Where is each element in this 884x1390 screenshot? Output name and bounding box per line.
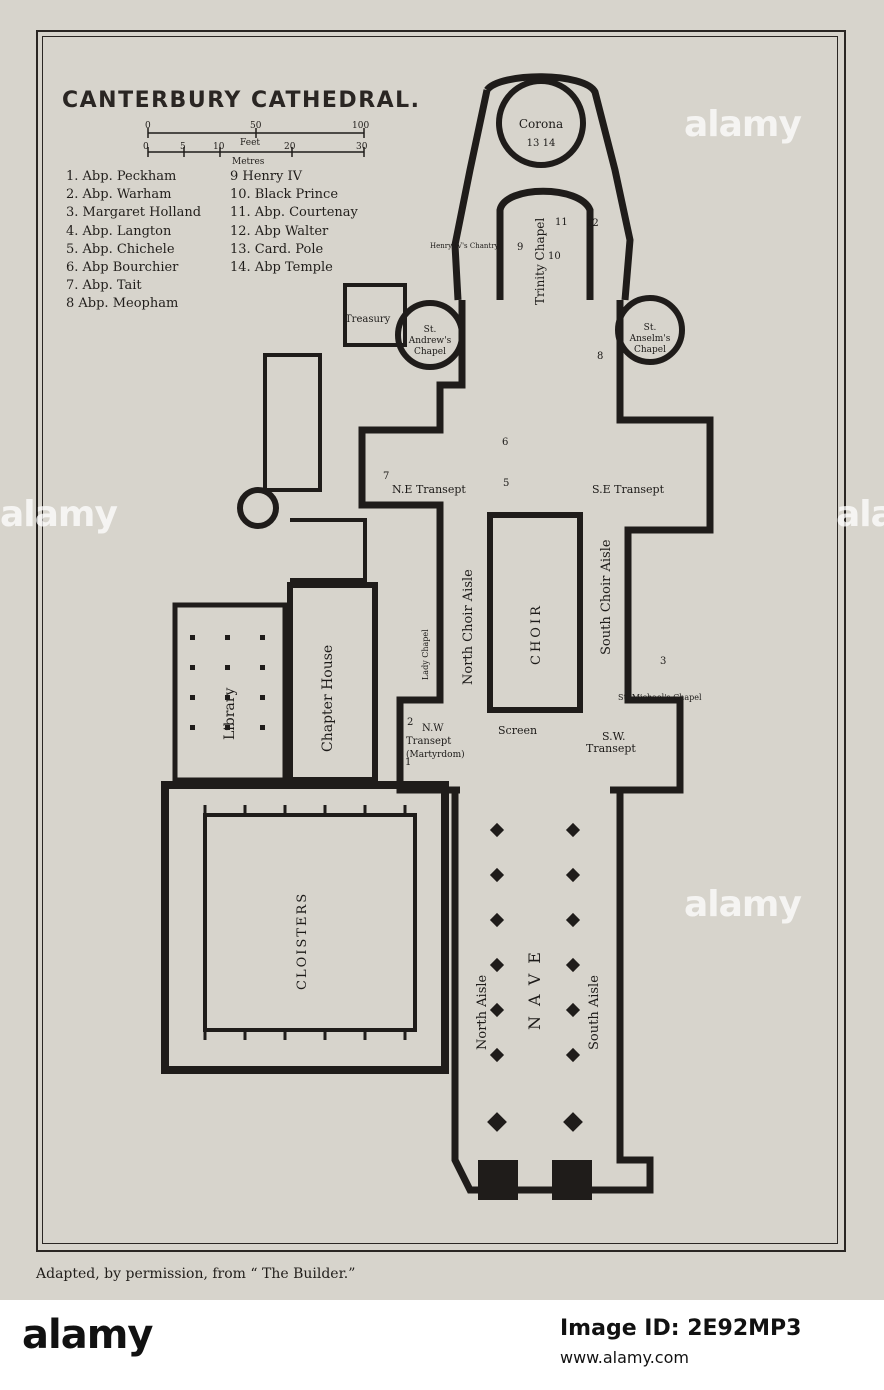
label-st-anselms-2: Anselm's [629,334,671,344]
map-frame-outer [36,30,846,1252]
label-corona-numbers: 13 14 [527,138,556,149]
stock-footer [0,1300,884,1390]
legend-item: 9 Henry IV [230,169,303,184]
label-num-8: 8 [597,351,603,362]
label-north-choir-aisle: North Choir Aisle [461,569,476,685]
watermark: alamy [836,494,884,535]
map-title: CANTERBURY CATHEDRAL. [62,88,421,113]
label-st-anselms-1: St. [644,323,657,333]
scale-bar [147,128,365,157]
plan-walls [161,73,714,1194]
scale-metres-0: 0 [143,142,149,152]
scale-feet-0: 0 [145,121,151,131]
scale-feet-50: 50 [250,121,262,131]
watermark: alamy [684,104,802,145]
st-anselms-round [615,295,685,365]
label-st-michaels-chapel: St. Michael's Chapel [618,693,702,702]
label-choir: CHOIR [529,603,544,665]
stock-url: www.alamy.com [560,1348,689,1367]
label-nw-transept-2: Transept [406,736,451,747]
legend-right: 9 Henry IV 10. Black Prince 11. Abp. Cou… [230,168,358,277]
label-nave: NAVE [525,942,544,1030]
map-labels: Corona 13 14 Trinity Chapel Henry IV's C… [222,117,702,1050]
st-andrews-round [395,300,465,370]
legend-item: 10. Black Prince [230,187,339,203]
label-num-1: 1 [405,757,411,768]
label-num-10: 10 [548,251,561,262]
label-south-aisle: South Aisle [587,975,602,1050]
label-martyrdom: (Martyrdom) [406,749,465,760]
label-south-choir-aisle: South Choir Aisle [599,539,614,655]
legend-item: 12. Abp Walter [230,223,329,239]
map-frame-inner [42,36,838,1244]
label-st-anselms-3: Chapel [634,345,666,355]
legend-item: 2. Abp. Warham [66,187,172,203]
scale-feet-label: Feet [240,138,261,148]
label-num-7: 7 [383,471,389,482]
label-num-12: 12 [586,218,599,229]
legend-left: 1. Abp. Peckham 2. Abp. Warham 3. Margar… [66,168,201,314]
label-nw-transept-1: N.W [422,723,444,734]
label-num-2: 2 [407,717,413,728]
cathedral-floor-plan: Corona 13 14 Trinity Chapel Henry IV's C… [147,73,714,1200]
scale-metres-30: 30 [356,142,368,152]
scale-metres-5: 5 [180,142,186,152]
scale-metres-label: Metres [232,157,265,167]
legend-item: 14. Abp Temple [230,260,333,276]
label-chapter-house: Chapter House [320,645,336,752]
watermark: alamy [684,884,802,925]
label-sw-transept-2: Transept [586,742,636,755]
nave-piers [478,822,592,1200]
scale-feet-100: 100 [352,121,370,131]
watermark: alamy [0,494,118,535]
scale-metres-10: 10 [213,142,225,152]
legend-item: 1. Abp. Peckham [66,169,177,184]
label-henry-iv-chantry: Henry IV's Chantry [430,242,499,250]
chapel-rounds [237,78,685,529]
label-num-6: 6 [502,437,508,448]
label-st-andrews-3: Chapel [414,347,446,357]
label-corona: Corona [519,117,563,131]
label-north-aisle: North Aisle [475,974,490,1050]
stock-image-id: Image ID: 2E92MP3 [560,1316,802,1341]
label-ne-transept: N.E Transept [392,483,466,496]
cloister-arcade [203,805,407,1040]
label-trinity-chapel: Trinity Chapel [533,218,547,305]
alamy-logo: alamy [22,1312,153,1358]
legend-item: 11. Abp. Courtenay [230,205,358,221]
label-library: Library [222,688,238,740]
label-st-andrews-2: Andrew's [408,336,452,346]
legend-item: 13. Card. Pole [230,241,324,257]
legend-item: 4. Abp. Langton [66,223,172,239]
label-treasury: Treasury [345,314,391,325]
label-se-transept: S.E Transept [592,483,665,496]
label-num-5: 5 [503,478,509,489]
label-num-11: 11 [555,217,568,228]
library-piers [190,635,265,730]
map-caption: Adapted, by permission, from “ The Build… [36,1266,356,1282]
label-screen: Screen [498,724,537,737]
legend-item: 3. Margaret Holland [66,205,202,221]
label-num-3: 3 [660,656,666,667]
label-cloisters: CLOISTERS [295,892,310,990]
legend-item: 5. Abp. Chichele [66,241,175,257]
label-lady-chapel: Lady Chapel [421,629,430,680]
legend-item: 6. Abp Bourchier [66,260,179,276]
label-st-andrews-1: St. [424,325,437,335]
corona-wall [484,73,634,301]
corona-round [496,78,586,168]
scale-metres-20: 20 [284,142,296,152]
legend-item: 7. Abp. Tait [66,278,142,294]
legend-item: 8 Abp. Meopham [66,296,179,312]
label-sw-transept-1: S.W. [602,730,626,743]
label-num-9: 9 [517,242,523,253]
stair-turret [237,487,279,529]
